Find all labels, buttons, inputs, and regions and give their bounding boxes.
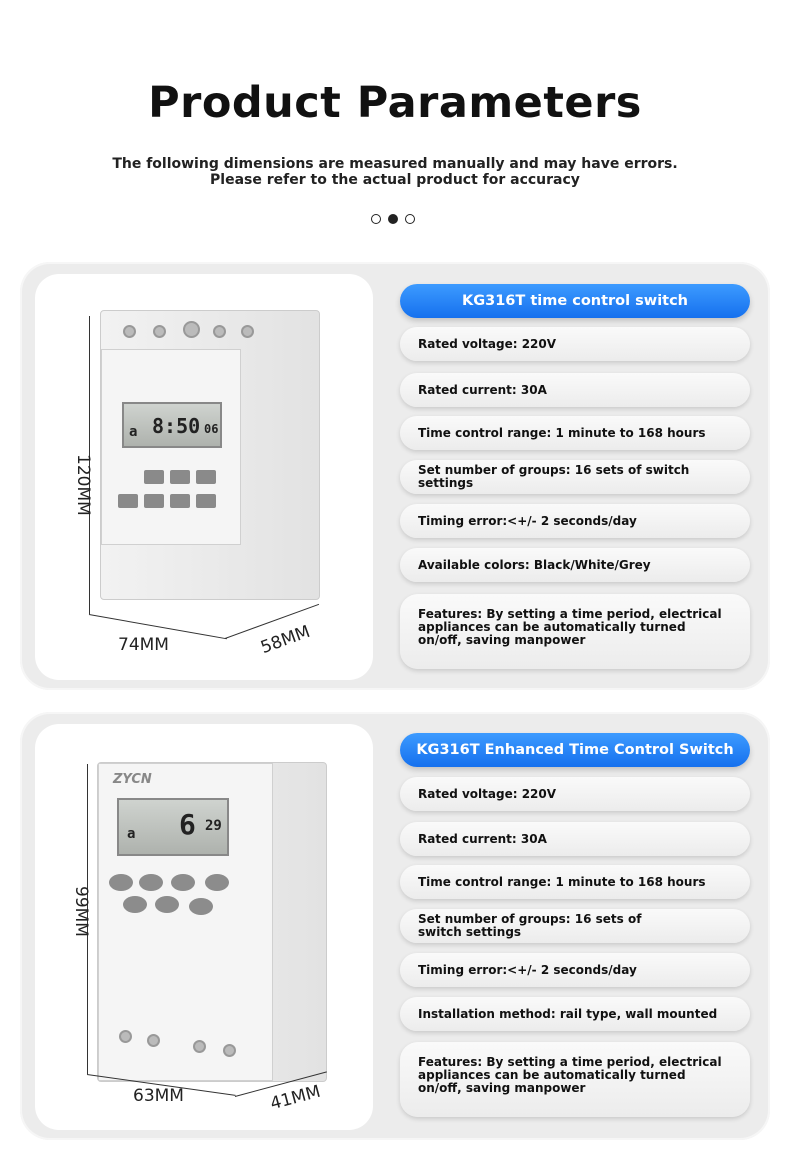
spec-colors: Available colors: Black/White/Grey (400, 548, 750, 582)
height-dimension: 99MM (71, 886, 91, 937)
spec-rated-voltage: Rated voltage: 220V (400, 777, 750, 811)
carousel-pagination (371, 214, 415, 224)
lcd-time: 8:50 (152, 414, 201, 438)
height-dimension-line (89, 316, 90, 614)
depth-dimension: 58MM (258, 621, 313, 659)
disclaimer-line-2: Please refer to the actual product for a… (210, 172, 580, 188)
spec-timing-error: Timing error:<+/- 2 seconds/day (400, 953, 750, 987)
lcd-time: 6 (179, 808, 196, 841)
product-name-header: KG316T Enhanced Time Control Switch (400, 733, 750, 767)
spec-rated-voltage: Rated voltage: 220V (400, 327, 750, 361)
width-dimension: 63MM (133, 1086, 184, 1106)
enhanced-timer-device-image: ZYCN a 6 29 (97, 762, 327, 1082)
spec-installation: Installation method: rail type, wall mou… (400, 997, 750, 1031)
brand-logo: ZYCN (113, 772, 152, 787)
page-dot-1[interactable] (371, 214, 381, 224)
lcd-seconds: 29 (205, 818, 222, 834)
spec-rated-current: Rated current: 30A (400, 373, 750, 407)
product-name-header: KG316T time control switch (400, 284, 750, 318)
spec-time-range: Time control range: 1 minute to 168 hour… (400, 416, 750, 450)
timer-device-image: a 8:50 06 (100, 310, 320, 600)
page-dot-2-active[interactable] (388, 214, 398, 224)
product-panel-kg316t: a 8:50 06 120MM 74MM 58MM KG316T time co… (20, 262, 770, 690)
spec-time-range: Time control range: 1 minute to 168 hour… (400, 865, 750, 899)
spec-features: Features: By setting a time period, elec… (400, 594, 750, 669)
spec-features: Features: By setting a time period, elec… (400, 1042, 750, 1117)
spec-timing-error: Timing error:<+/- 2 seconds/day (400, 504, 750, 538)
spec-groups: Set number of groups: 16 sets of switch … (400, 460, 750, 494)
product-panel-kg316t-enhanced: ZYCN a 6 29 99MM 63MM 41MM KG316T Enhanc… (20, 712, 770, 1140)
product-image-card: ZYCN a 6 29 99MM 63MM 41MM (35, 724, 373, 1130)
width-dimension: 74MM (118, 635, 169, 655)
depth-dimension: 41MM (268, 1081, 323, 1115)
height-dimension: 120MM (73, 454, 93, 516)
spec-groups: Set number of groups: 16 sets of switch … (400, 909, 750, 943)
disclaimer-line-1: The following dimensions are measured ma… (112, 156, 678, 172)
page-dot-3[interactable] (405, 214, 415, 224)
product-image-card: a 8:50 06 120MM 74MM 58MM (35, 274, 373, 680)
spec-rated-current: Rated current: 30A (400, 822, 750, 856)
lcd-seconds: 06 (204, 422, 219, 436)
page-title: Product Parameters (148, 78, 642, 128)
